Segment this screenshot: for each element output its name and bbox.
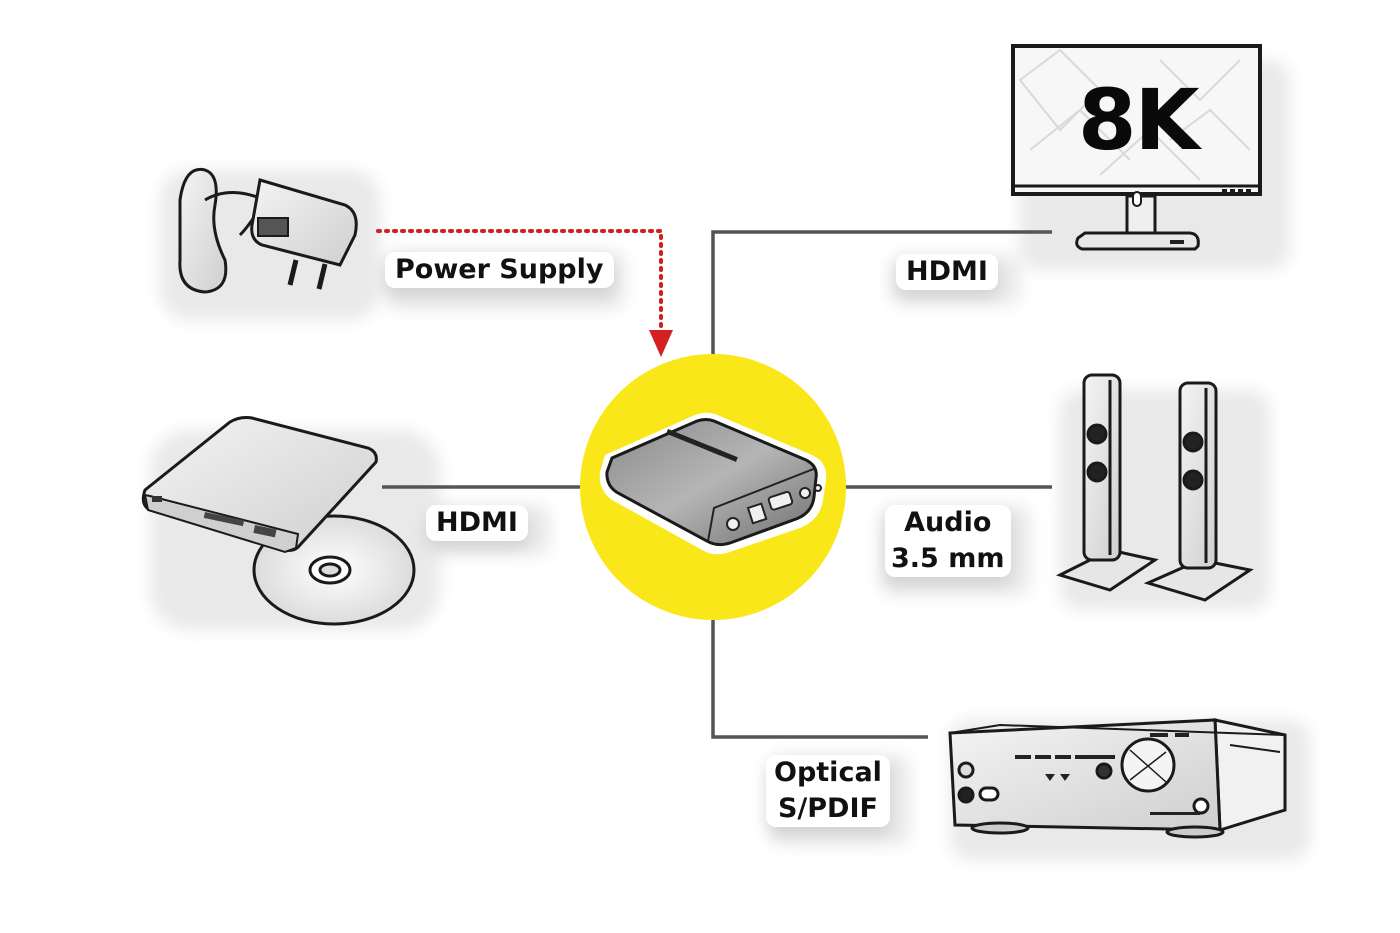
speaker-right	[1143, 381, 1254, 602]
label-hdmi-out: HDMI	[896, 254, 998, 290]
label-optical-line2: S/PDIF	[777, 793, 878, 824]
speakers-device	[1055, 373, 1254, 602]
arrow-head-icon	[649, 330, 673, 357]
label-audio-3-5mm: Audio 3.5 mm	[885, 505, 1011, 577]
label-audio-line2: 3.5 mm	[891, 543, 1005, 574]
av-receiver-device	[948, 718, 1287, 839]
connector-lines	[382, 230, 1052, 739]
label-optical-spdif: Optical S/PDIF	[766, 755, 890, 827]
label-power-supply: Power Supply	[385, 252, 614, 288]
screen-pattern	[1018, 48, 1251, 181]
audio-extractor-device	[599, 412, 827, 555]
monitor-device	[1011, 44, 1262, 251]
label-audio-line1: Audio	[904, 507, 992, 538]
monitor-screen-text: 8K	[1078, 71, 1200, 169]
line-optical-receiver	[711, 615, 928, 739]
disc-player-device	[141, 416, 416, 626]
label-hdmi-in: HDMI	[426, 505, 528, 541]
speaker-left	[1055, 373, 1159, 592]
label-optical-line1: Optical	[774, 757, 882, 788]
power-supply-arrow	[376, 229, 673, 357]
line-hdmi-out-monitor	[711, 230, 1052, 360]
power-adapter-device	[178, 167, 358, 294]
